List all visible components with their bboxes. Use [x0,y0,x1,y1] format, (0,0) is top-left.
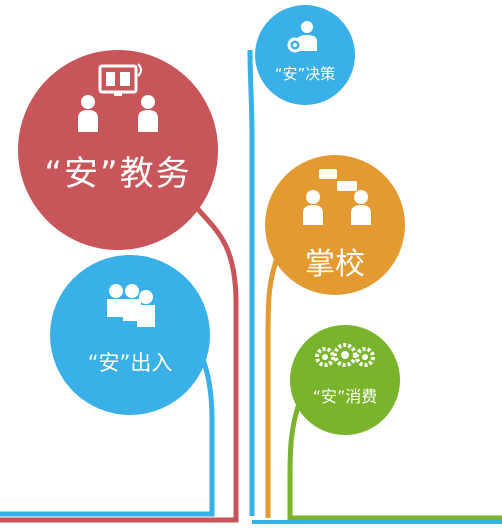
node-label: “安”决策 [274,65,336,83]
video-conference-icon [78,63,158,132]
node-label: “安”消费 [312,387,378,406]
node-xiaofei: “安”消费 [290,325,400,435]
node-churu: “安”出入 [50,255,210,415]
node-label: 掌校 [305,247,365,282]
stem-jiaowu [0,198,239,523]
node-zhangxiao: 掌校 [265,155,405,295]
stem-juece [247,49,255,516]
node-label: “安”教务 [44,154,192,194]
person-gear-icon [287,21,317,53]
node-jiaowu: “安”教务 [18,50,218,250]
stem-zhangxiao [265,249,283,518]
group-people-icon [107,284,155,327]
node-juece: “安”决策 [255,5,355,105]
stem-xiaofei [287,399,502,521]
node-label: “安”出入 [87,351,173,375]
gears-icon [315,343,375,367]
people-chat-icon [303,169,371,225]
